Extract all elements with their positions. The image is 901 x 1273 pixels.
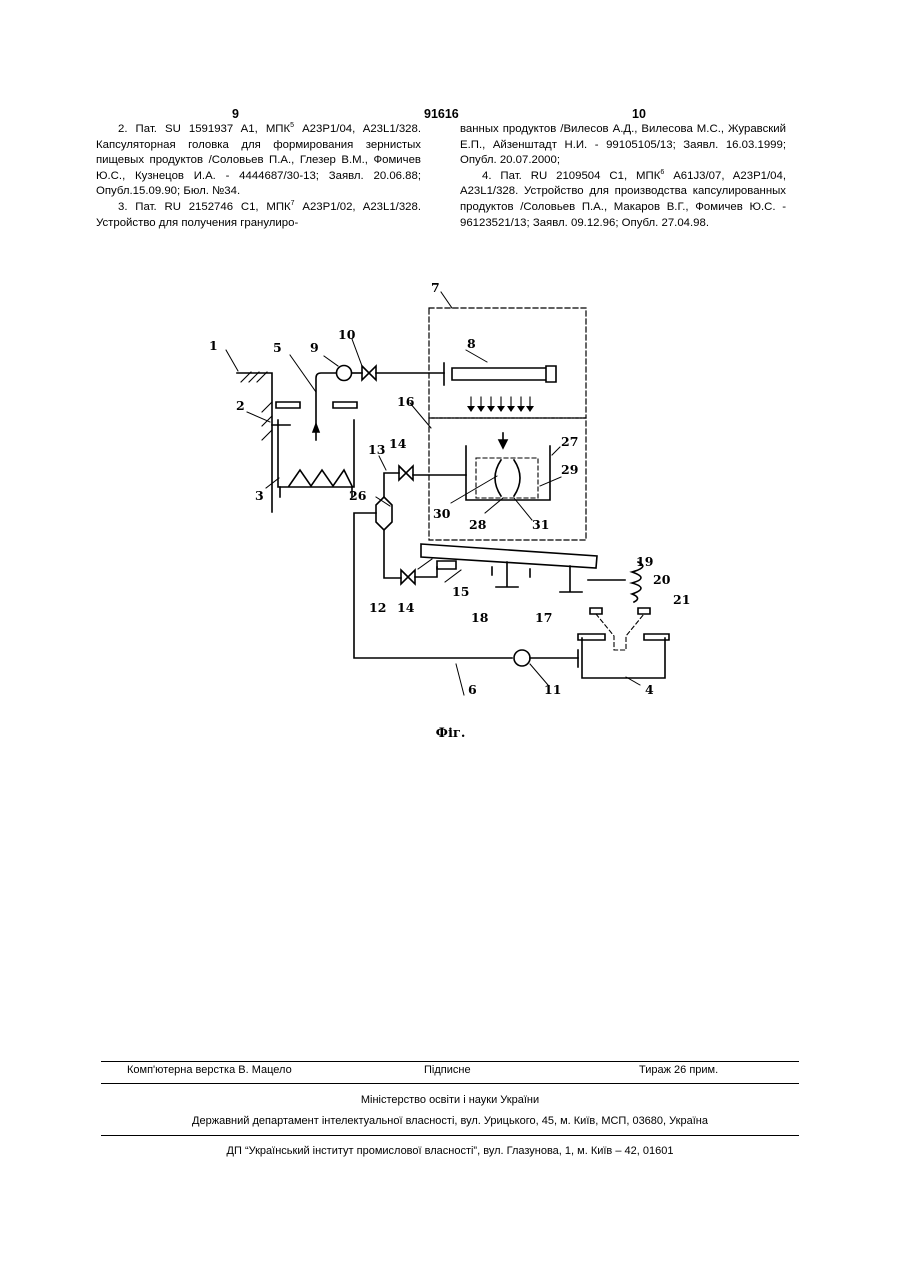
valve-14-lower xyxy=(401,570,415,584)
label-20: 20 xyxy=(653,572,671,587)
references-right-column: ванных продуктов /Вилесов А.Д., Вилесова… xyxy=(460,122,786,231)
valve-10 xyxy=(362,366,376,380)
pump-9 xyxy=(337,366,352,381)
label-6: 6 xyxy=(468,682,477,697)
funnel-top-21 xyxy=(590,608,650,614)
injector-8 xyxy=(444,363,556,385)
label-2: 2 xyxy=(236,398,245,413)
footer-department: Державний департамент інтелектуальної вл… xyxy=(101,1115,799,1127)
label-21: 21 xyxy=(673,592,690,607)
label-1: 1 xyxy=(209,338,218,353)
unit-7 xyxy=(429,308,586,418)
label-19: 19 xyxy=(636,554,653,569)
references-left-column: 2. Пат. SU 1591937 A1, МПК5 A23P1/04, A2… xyxy=(96,122,421,231)
label-12: 12 xyxy=(369,600,386,615)
patent-number: 91616 xyxy=(424,107,459,121)
footer-institute: ДП “Український інститут промислової вла… xyxy=(101,1145,799,1157)
funnel-rim-21 xyxy=(578,634,669,640)
footer-rule-3 xyxy=(101,1135,799,1136)
reference-3-head: 3. Пат. RU 2152746 C1, МПК xyxy=(118,201,291,213)
label-13: 13 xyxy=(368,442,385,457)
label-17: 17 xyxy=(535,610,552,625)
label-7: 7 xyxy=(431,280,440,295)
label-30: 30 xyxy=(433,506,451,521)
valve-14-upper xyxy=(399,466,413,480)
label-4: 4 xyxy=(645,682,654,697)
label-15: 15 xyxy=(452,584,469,599)
reference-2: 2. Пат. SU 1591937 A1, МПК5 A23P1/04, A2… xyxy=(96,122,421,200)
reference-4-head: 4. Пат. RU 2109504 C1, МПК xyxy=(482,170,660,182)
footer-circulation: Тираж 26 прим. xyxy=(639,1064,718,1076)
pump-11 xyxy=(514,650,530,666)
reference-3: 3. Пат. RU 2152746 C1, МПК7 A23P1/02, A2… xyxy=(96,200,421,231)
reference-2-head: 2. Пат. SU 1591937 A1, МПК xyxy=(118,123,290,135)
label-8: 8 xyxy=(467,336,476,351)
footer-rule-1 xyxy=(101,1061,799,1062)
label-5: 5 xyxy=(273,340,282,355)
collector-4 xyxy=(578,638,665,678)
apparatus-diagram: 1 2 3 4 5 6 7 8 9 10 11 12 13 14 14 15 1… xyxy=(0,270,901,720)
label-16: 16 xyxy=(397,394,415,409)
conveyor-15 xyxy=(421,544,597,568)
label-10: 10 xyxy=(338,327,356,342)
label-14-upper: 14 xyxy=(389,436,407,451)
heater-3 xyxy=(289,470,352,486)
reference-4: 4. Пат. RU 2109504 C1, МПК6 A61J3/07, A2… xyxy=(460,169,786,231)
label-3: 3 xyxy=(255,488,264,503)
footer-ministry: Міністерство освіти і науки України xyxy=(101,1094,799,1106)
page-number-left: 9 xyxy=(232,107,239,121)
footer-signed: Підписне xyxy=(424,1064,471,1076)
label-28: 28 xyxy=(469,517,487,532)
support-18 xyxy=(496,562,518,587)
label-14-lower: 14 xyxy=(397,600,415,615)
label-27: 27 xyxy=(561,434,578,449)
figure-caption: Фіг. xyxy=(0,726,901,741)
label-9: 9 xyxy=(310,340,319,355)
nozzle-28-31 xyxy=(495,460,520,496)
pipe-6 xyxy=(354,513,512,658)
label-31: 31 xyxy=(532,517,549,532)
dashed-insert-29 xyxy=(476,458,538,498)
label-18: 18 xyxy=(471,610,489,625)
chamber-27 xyxy=(466,446,550,500)
label-11: 11 xyxy=(544,682,561,697)
reference-3-continued: ванных продуктов /Вилесов А.Д., Вилесова… xyxy=(460,122,786,169)
label-26: 26 xyxy=(349,488,367,503)
support-17 xyxy=(560,566,582,592)
label-29: 29 xyxy=(561,462,578,477)
footer-typesetter: Комп'ютерна верстка В. Мацело xyxy=(127,1064,292,1076)
page-number-right: 10 xyxy=(632,107,646,121)
footer-rule-2 xyxy=(101,1083,799,1084)
